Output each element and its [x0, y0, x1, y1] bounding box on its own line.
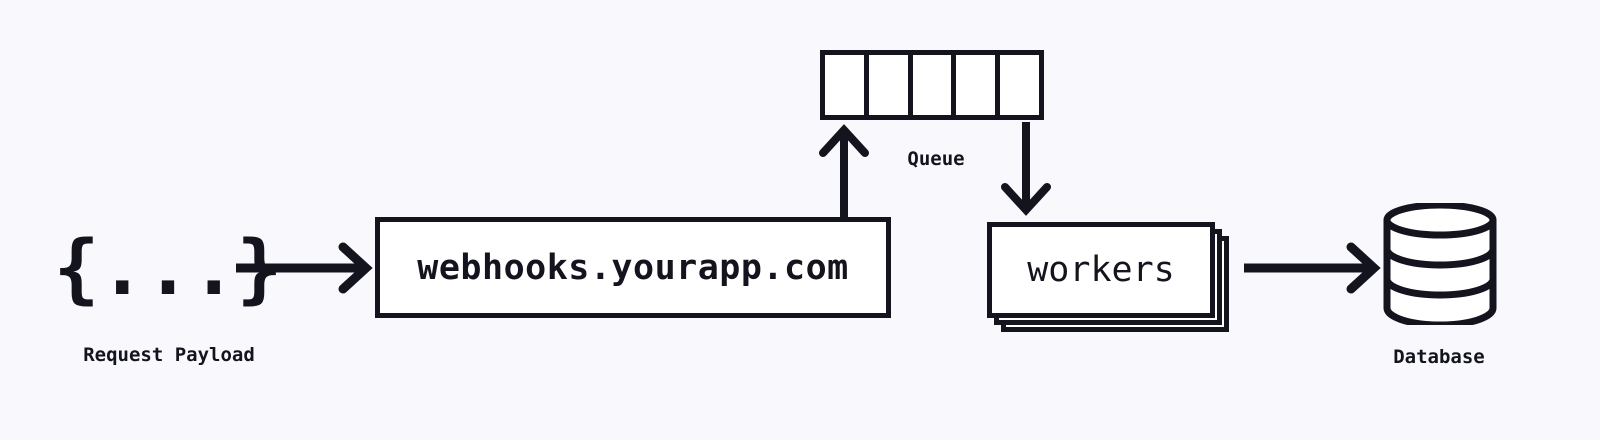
- arrow-workers-to-database: [1244, 242, 1381, 294]
- queue-cell: [1000, 55, 1039, 115]
- arrow-queue-to-workers: [1001, 122, 1051, 216]
- queue-cell: [868, 55, 913, 115]
- arrow-endpoint-to-queue: [819, 124, 869, 218]
- workers-stack[interactable]: workers: [987, 222, 1232, 342]
- queue-cell: [912, 55, 957, 115]
- endpoint-label: webhooks.yourapp.com: [417, 247, 849, 288]
- workers-label: workers: [1027, 250, 1175, 290]
- json-braces-icon: {...}: [53, 223, 283, 312]
- worker-card-front[interactable]: workers: [987, 222, 1215, 318]
- queue-box[interactable]: [820, 50, 1044, 120]
- queue-label: Queue: [907, 148, 965, 170]
- database-label: Database: [1393, 346, 1485, 368]
- queue-cell: [825, 55, 869, 115]
- arrow-payload-to-endpoint: [236, 242, 373, 294]
- database-cylinder-icon[interactable]: [1381, 203, 1499, 325]
- request-payload-label: Request Payload: [83, 344, 255, 366]
- endpoint-box[interactable]: webhooks.yourapp.com: [375, 217, 891, 318]
- queue-cell: [956, 55, 1001, 115]
